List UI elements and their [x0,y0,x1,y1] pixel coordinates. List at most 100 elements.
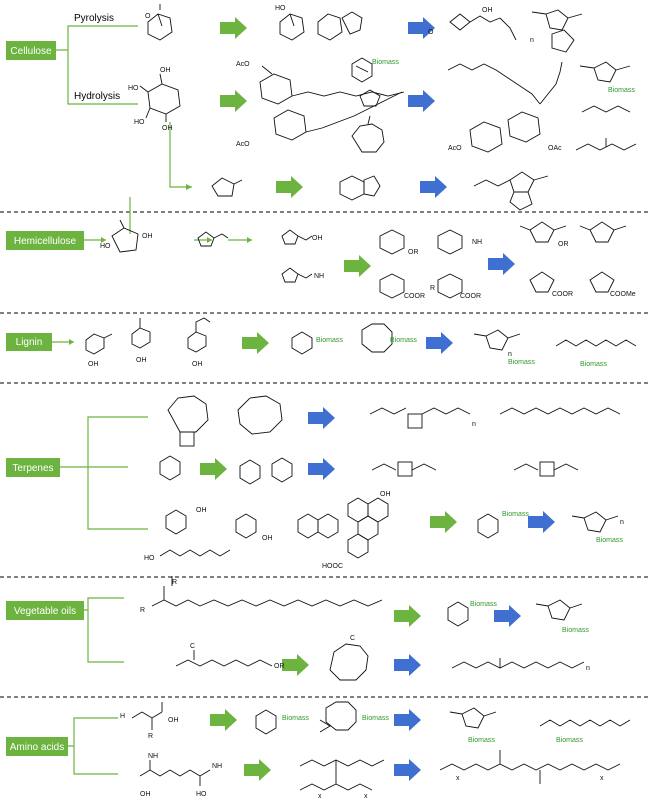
biomass-tag: Biomass [596,537,623,544]
structure-terpene-set-3 [165,497,389,559]
atom-label: R [140,607,145,614]
atom-label: HO [134,119,145,126]
structure-furfuryl-alcohol [281,229,313,245]
biomass-tag: Biomass [556,737,583,744]
structure-polyoctenamer-amino [539,719,631,727]
structure-polyoctenamer [555,339,637,347]
biomass-tag: Biomass [372,59,399,66]
structure-levoglucosenone [147,4,173,41]
atom-label: NH [148,753,158,760]
category-label: Terpenes [12,463,53,474]
green-arrow [220,90,247,112]
atom-label: HOOC [322,563,343,570]
atom-label: OH [482,7,493,14]
structure-boc-cystine-polymer [439,750,621,784]
structure-eugenol [187,317,211,353]
structure-poly-cp-amino [449,707,497,729]
category-label: Hemicellulose [14,236,77,247]
structure-cyclic-carbonate [351,115,385,153]
green-arrow [210,709,237,731]
structure-norbornene-monomer [351,57,373,83]
category-terpenes: Terpenes [6,458,60,477]
biomass-tag: Biomass [502,511,529,518]
atom-label: OR [408,249,419,256]
category-cellulose: Cellulose [6,41,56,60]
structure-polyester-vegoil [451,658,585,669]
arrowhead [207,237,212,243]
biomass-tag: Biomass [316,337,343,344]
category-hemicellulose: Hemicellulose [6,231,84,250]
blue-arrow [308,458,335,480]
category-label: Vegetable oils [14,606,76,617]
connector-hydrolysis-down [169,122,192,188]
atom-label: OR [558,241,569,248]
green-arrow [244,759,271,781]
structure-xylose [111,219,139,253]
section-dividers [0,211,650,698]
atom-label: OH [192,361,203,368]
structure-polyether [581,105,631,113]
structure-ricinoleate [175,650,273,667]
atom-label: OH [140,791,151,798]
green-arrow [200,458,227,480]
connector-cellulose [56,25,138,105]
structure-boc-cystine-macrocycle [299,719,385,791]
atom-label: C [350,635,355,642]
structure-oxanorbornene-set [379,229,463,299]
blue-arrow [528,511,555,533]
structure-poly-caryophyllene [369,407,471,429]
biomass-tag: Biomass [362,715,389,722]
blue-arrow [488,253,515,275]
structure-polymer-glycolipid [447,61,563,153]
structure-caryophyllene [167,395,209,447]
structure-norbornene-terpene [477,513,499,539]
blue-arrow [394,654,421,676]
atom-labels: O HO O OH n HO OH HO OH AcO AcO AcO OAc … [88,5,636,800]
green-arrow [282,654,309,676]
atom-label: COOR [404,293,425,300]
atom-label: OH [136,357,147,364]
atom-label: R [148,733,153,740]
structure-cellulose-polymer-1 [449,9,583,53]
structure-macrolactone [329,643,369,681]
atom-label: OAc [548,145,562,152]
atom-label: OR [274,663,285,670]
connector-arrowheads [69,184,252,345]
atom-label: n [530,37,534,44]
green-arrow [220,17,247,39]
structure-guaiacol [85,333,113,355]
arrowhead [186,184,192,190]
atom-label: R [172,579,177,586]
conversion-arrows [200,17,555,781]
structure-poly-pinene-2 [513,461,579,477]
structure-poly-cp-vegoil [535,599,583,621]
atom-label: x [364,793,368,800]
green-arrow [430,511,457,533]
green-arrow [242,332,269,354]
category-label: Lignin [16,337,43,348]
atom-label: OH [196,507,207,514]
blue-arrow [408,90,435,112]
process-hydrolysis: Hydrolysis [74,91,120,102]
category-boxes: Cellulose Hemicellulose Lignin Terpenes … [6,41,84,756]
atom-label: OH [160,67,171,74]
structure-cellulose-p1 [279,11,363,41]
green-arrow [394,605,421,627]
structure-furfural [197,231,229,247]
category-label: Cellulose [10,46,52,57]
atom-label: HO [196,791,207,798]
atom-label: NH [472,239,482,246]
category-lignin: Lignin [6,333,52,351]
arrowhead [101,237,106,243]
process-pyrolysis: Pyrolysis [74,13,114,24]
connector-terpenes [60,416,148,530]
structure-polymer-lactone [473,171,549,211]
structure-poly-pinene [371,461,437,477]
atom-label: O [428,29,434,36]
atom-label: n [586,665,590,672]
atom-label: n [472,421,476,428]
atom-label: OH [168,717,179,724]
structure-triglyceride [151,576,383,607]
structure-norbornene-vegoil [447,601,469,627]
biomass-tag: Biomass [468,737,495,744]
